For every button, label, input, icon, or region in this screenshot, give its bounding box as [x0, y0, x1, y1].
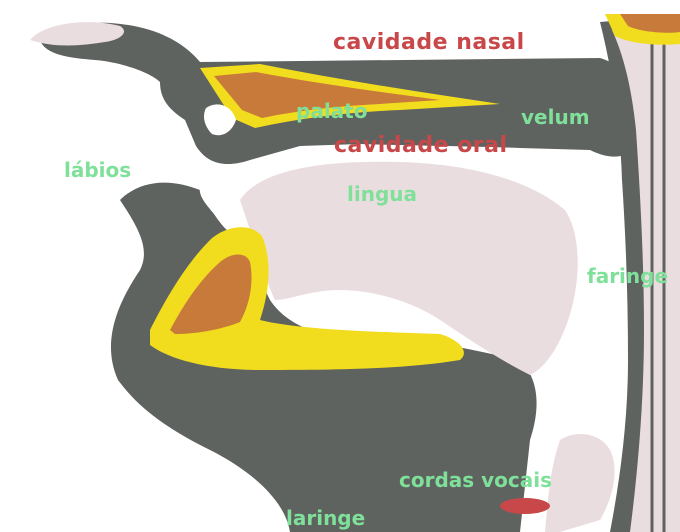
label-palato: palato [296, 101, 367, 121]
label-cavidade-oral: cavidade oral [334, 135, 508, 157]
label-faringe: faringe [587, 266, 668, 286]
label-labios: lábios [64, 160, 131, 180]
label-cordas-vocais: cordas vocais [399, 470, 552, 490]
label-velum: velum [521, 107, 590, 127]
label-cavidade-nasal: cavidade nasal [333, 32, 525, 54]
label-lingua: lingua [347, 184, 417, 204]
vocal-cords [500, 498, 550, 514]
label-laringe: laringe [286, 508, 365, 528]
larynx-tissue [545, 434, 615, 532]
